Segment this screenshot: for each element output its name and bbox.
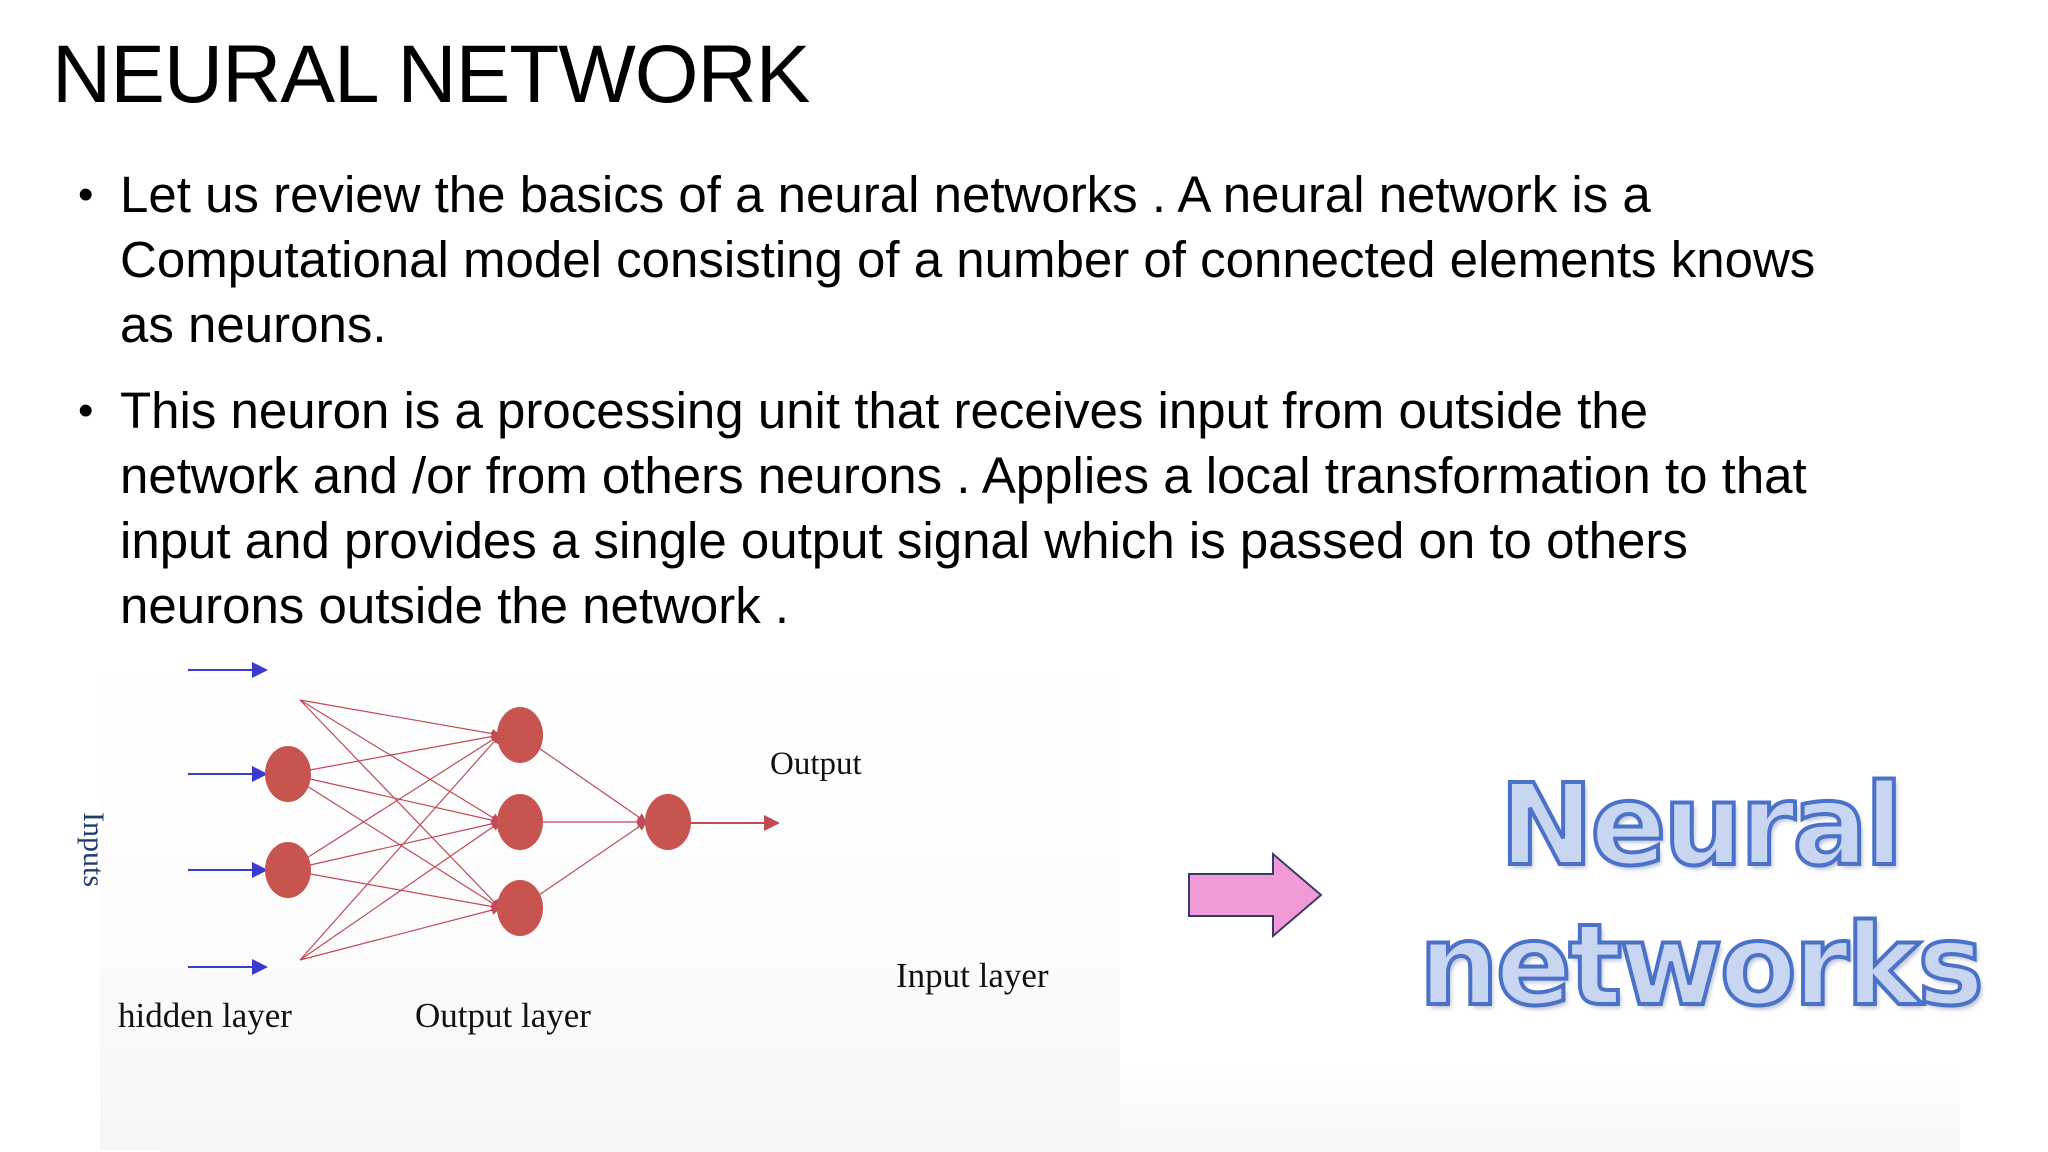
neuron-node — [497, 707, 543, 763]
bullet-list: • Let us review the basics of a neural n… — [78, 162, 1838, 659]
network-diagram-image — [100, 650, 1120, 1150]
bullet-item-2: • This neuron is a processing unit that … — [78, 378, 1838, 638]
connection-edge — [287, 819, 502, 871]
connection-edge — [287, 773, 502, 825]
bullet-dot-icon: • — [78, 386, 94, 435]
connection-edge — [299, 699, 502, 823]
bullet-dot-icon: • — [78, 170, 94, 219]
connection-edge — [287, 869, 502, 912]
connection-edge — [299, 699, 501, 909]
slide-title: NEURAL NETWORK — [52, 29, 810, 120]
connection-edge — [299, 734, 501, 961]
neuron-node — [497, 880, 543, 936]
connection-edge — [287, 734, 502, 871]
neuron-node — [497, 794, 543, 850]
output-label: Output — [770, 746, 862, 782]
bullet-text-2: This neuron is a processing unit that re… — [120, 382, 1807, 634]
neuron-node — [645, 794, 691, 850]
input-layer-label: Input layer — [896, 956, 1049, 995]
bullet-item-1: • Let us review the basics of a neural n… — [78, 162, 1838, 357]
connection-edge — [299, 821, 501, 961]
inputs-axis-label: Inputs — [77, 812, 110, 887]
connection-edge — [287, 773, 502, 909]
connection-edge — [519, 734, 647, 823]
connection-edge — [299, 905, 502, 961]
bullet-text-1: Let us review the basics of a neural net… — [120, 166, 1816, 353]
neural-wordart: Neural — [1498, 761, 1906, 891]
neuron-nodes — [265, 707, 691, 936]
hidden-layer-label: hidden layer — [118, 996, 292, 1035]
connection-edges — [287, 699, 648, 961]
connection-edge — [519, 821, 647, 909]
output-layer-label: Output layer — [415, 996, 591, 1035]
input-arrows — [188, 662, 268, 975]
neuron-node — [265, 746, 311, 802]
neuron-node — [265, 842, 311, 898]
networks-wordart: networks — [1417, 901, 1986, 1031]
right-arrow-icon — [1185, 850, 1325, 945]
connection-edge — [287, 731, 502, 775]
connection-edge — [299, 699, 502, 739]
